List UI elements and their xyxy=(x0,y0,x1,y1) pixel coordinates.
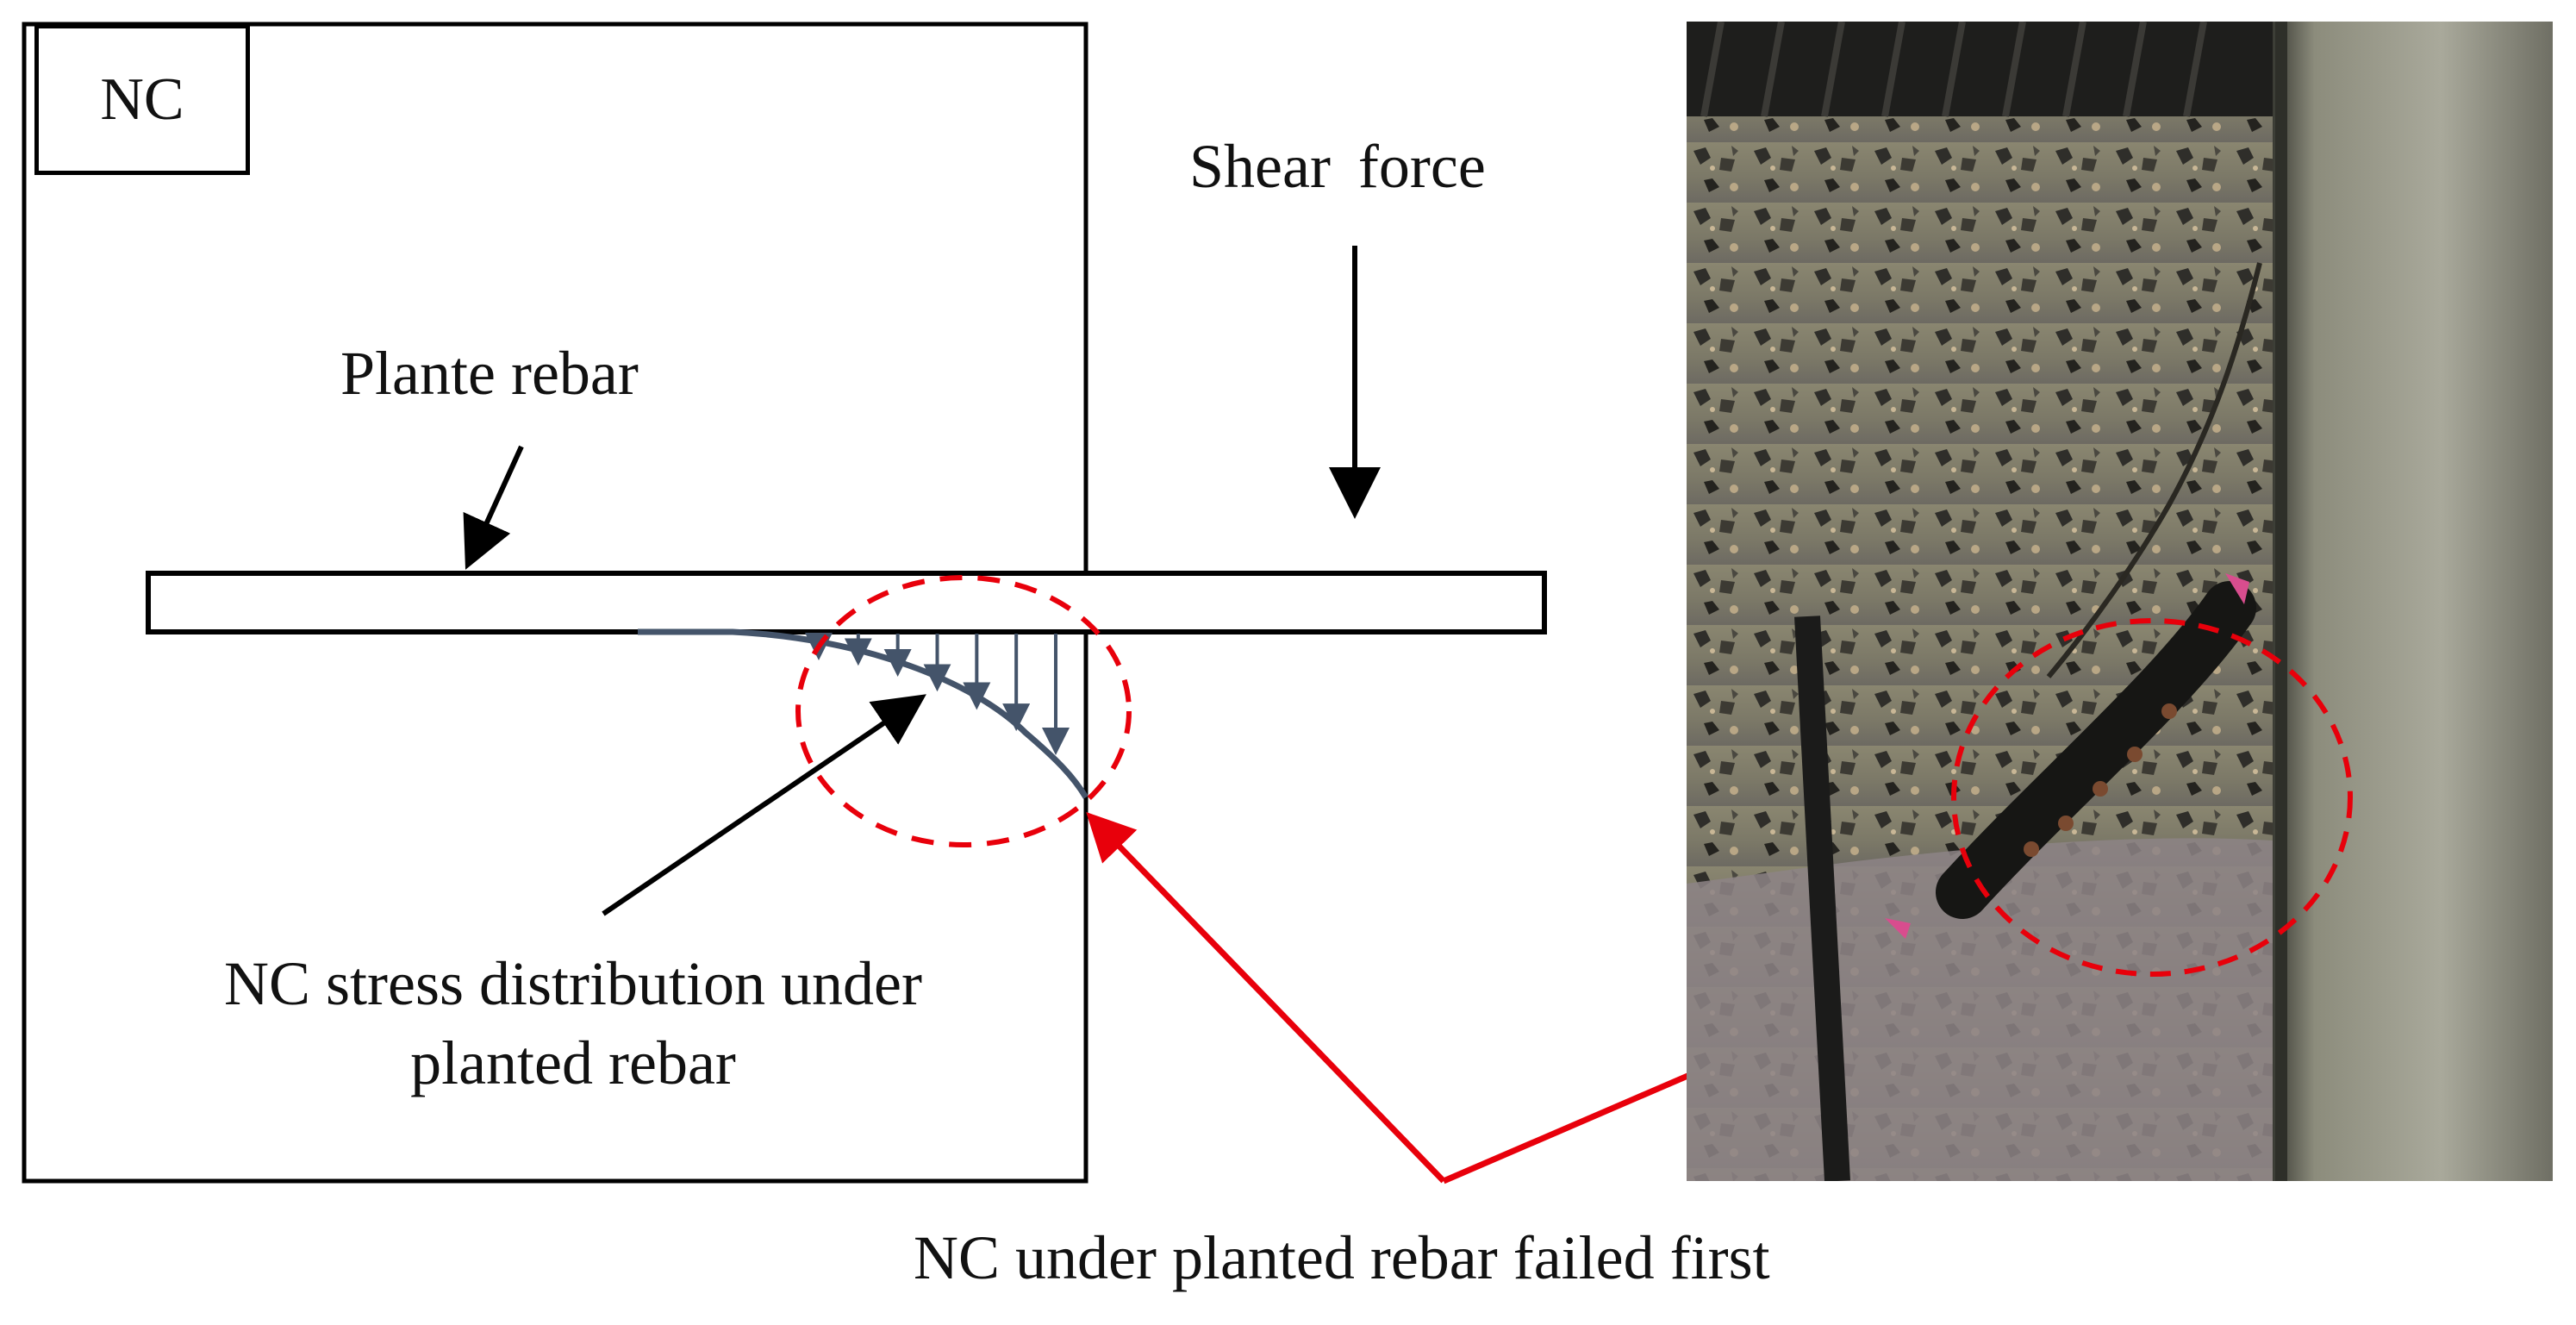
specimen-photo xyxy=(1687,22,2553,1181)
stress-label-line-2: planted rebar xyxy=(410,1028,736,1097)
failed-first-caption: NC under planted rebar failed first xyxy=(914,1223,1770,1292)
failure-zone-circle-schematic xyxy=(795,575,1132,847)
failure-zone-circle-photo xyxy=(1951,618,2353,977)
stress-arrow-group xyxy=(805,633,1070,755)
steel-plate xyxy=(2273,22,2553,1181)
planted-rebar-bar xyxy=(146,571,1547,634)
failure-arrow-to-schematic xyxy=(1086,811,1446,1184)
stress-distribution-label: NC stress distribution under planted reb… xyxy=(121,944,1026,1103)
stress-label-line-1: NC stress distribution under xyxy=(224,949,922,1018)
planted-rebar-photo xyxy=(1936,581,2256,919)
plante-rebar-pointer-arrow xyxy=(463,445,524,570)
shear-force-label: Shear force xyxy=(1189,132,1486,201)
plante-rebar-label: Plante rebar xyxy=(340,339,639,408)
stress-pointer-arrow xyxy=(602,694,926,916)
nc-label: NC xyxy=(100,66,184,133)
stress-distribution-curve xyxy=(638,628,1089,799)
nc-label-box: NC xyxy=(34,24,250,175)
